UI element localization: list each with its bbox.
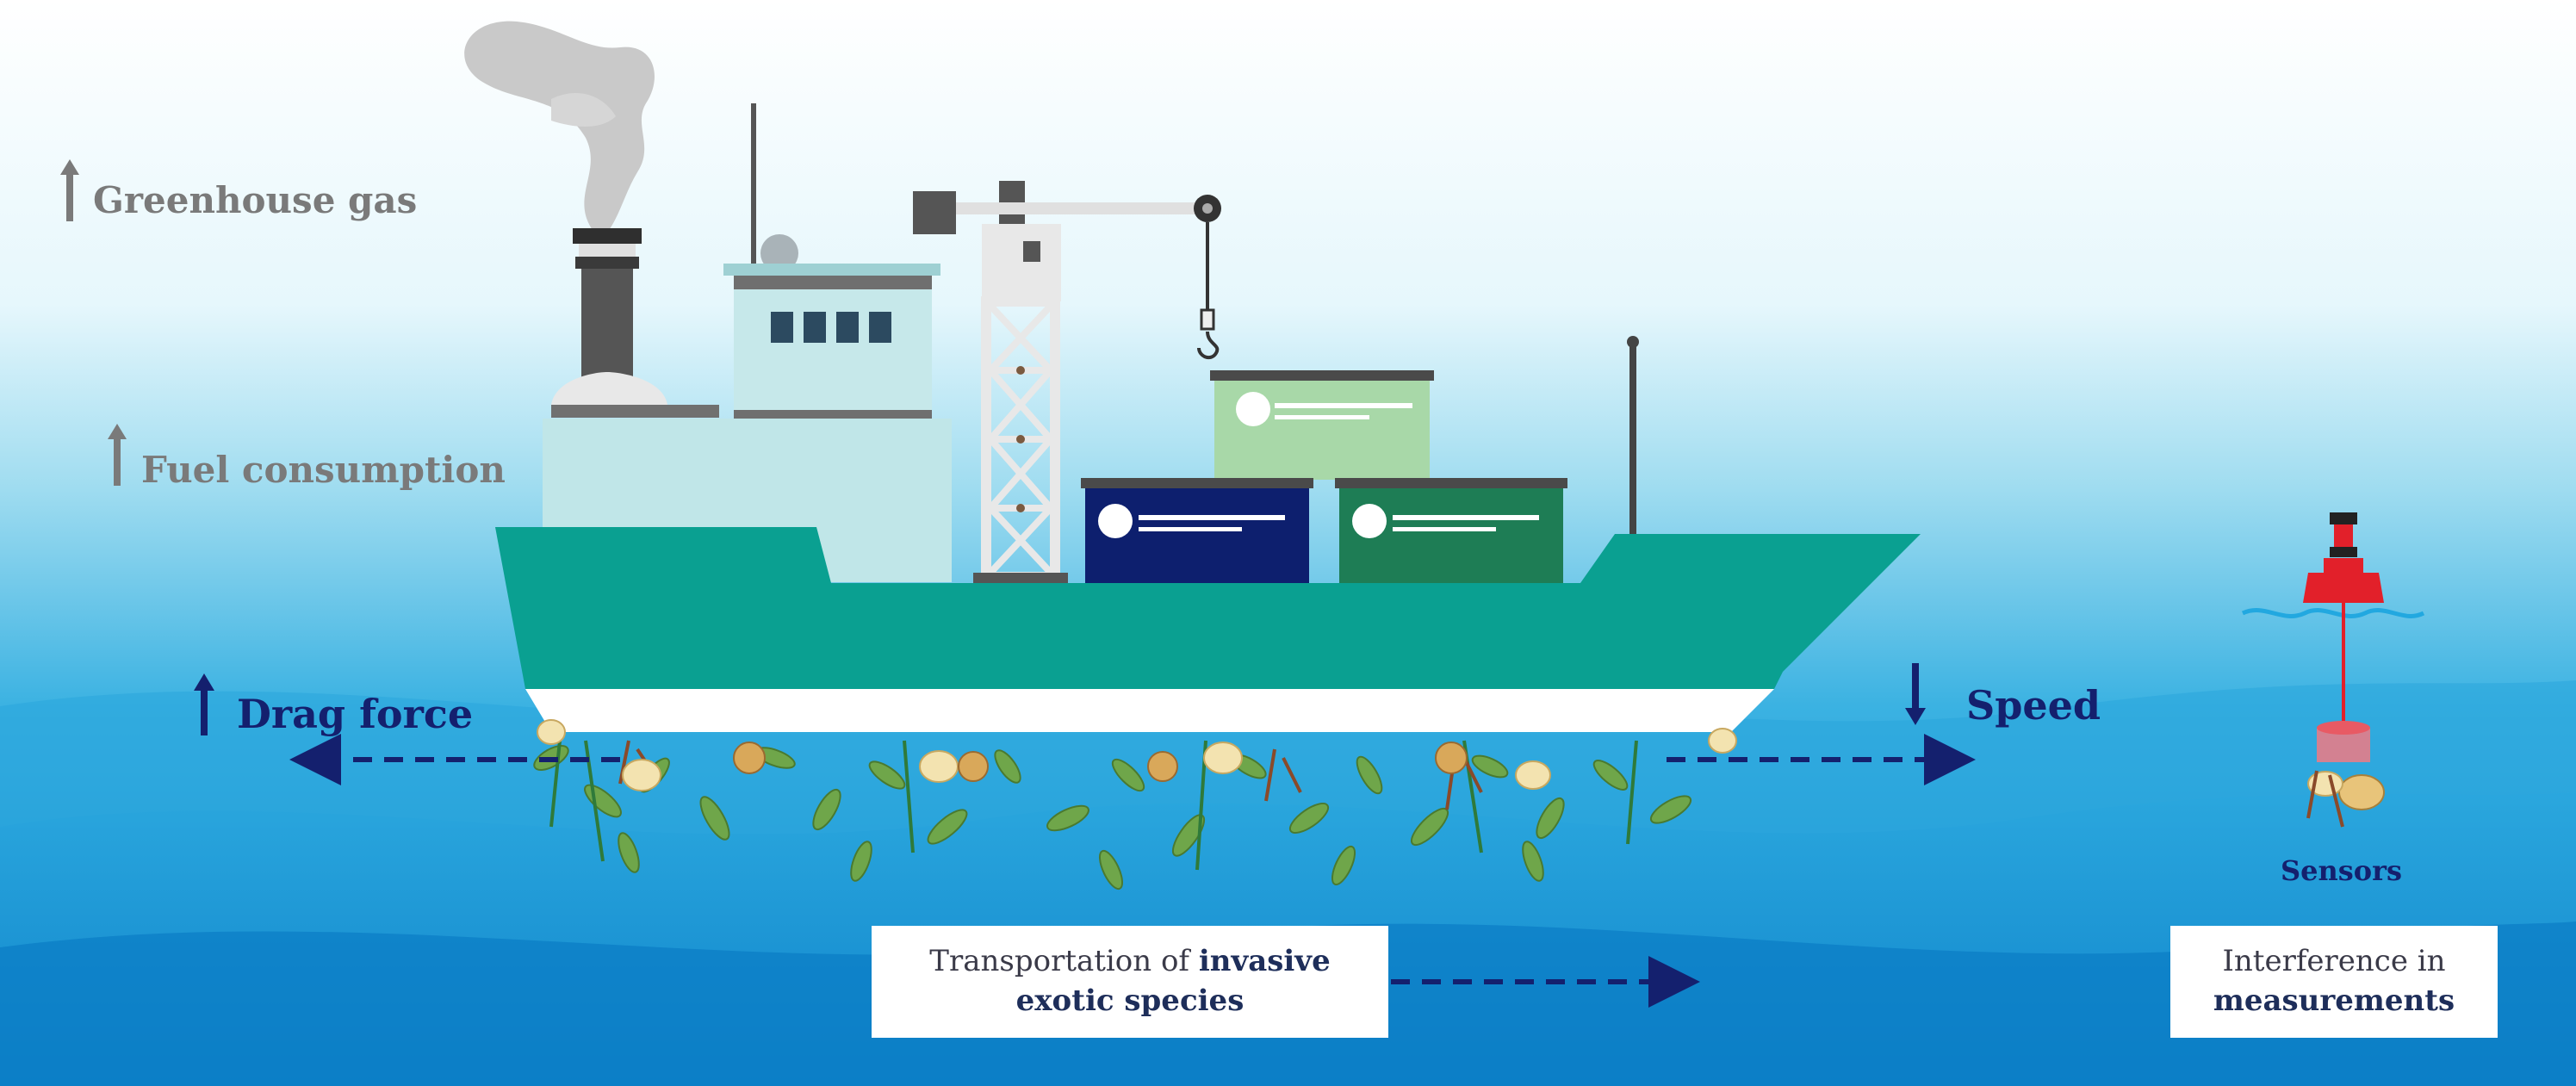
sensor-buoy [2241,512,2425,828]
speed-down-arrow-icon [1905,663,1926,725]
crane [913,181,1221,583]
sensors-label: Sensors [2281,854,2402,887]
exotic-species-bold-text: exotic species [1015,984,1245,1018]
invasive-species-line-2: exotic species [872,982,1388,1021]
interference-line-2: measurements [2170,982,2498,1021]
interference-line-1: Interference in [2222,944,2446,979]
invasive-species-bold-text: invasive [1198,944,1331,979]
container-green [1335,478,1567,583]
bow-mast [1629,344,1636,538]
drag-force-label: Drag force [237,691,474,737]
smoke-plume [464,21,655,233]
greenhouse-gas-label: Greenhouse gas [93,179,418,221]
invasive-species-line-1: Transportation of invasive [872,942,1388,982]
speed-label: Speed [1966,682,2101,729]
greenhouse-gas-up-arrow-icon [60,159,79,221]
interference-box: Interference in measurements [2170,926,2498,1038]
radar-dome [760,234,798,272]
drag-force-up-arrow-icon [194,673,214,735]
invasive-species-box: Transportation of invasive exotic specie… [872,926,1388,1038]
ship-hull [495,527,1921,732]
biofouling [533,719,1737,891]
fuel-consumption-label: Fuel consumption [141,449,506,491]
main-mast [751,103,756,267]
bow-mast-light [1627,336,1639,348]
fuel-consumption-up-arrow-icon [108,424,127,486]
invasive-species-plain-text: Transportation of [929,944,1199,979]
measurements-bold-text: measurements [2213,984,2455,1018]
funnel [551,228,719,418]
container-navy [1081,478,1313,583]
container-light-green [1210,370,1434,480]
